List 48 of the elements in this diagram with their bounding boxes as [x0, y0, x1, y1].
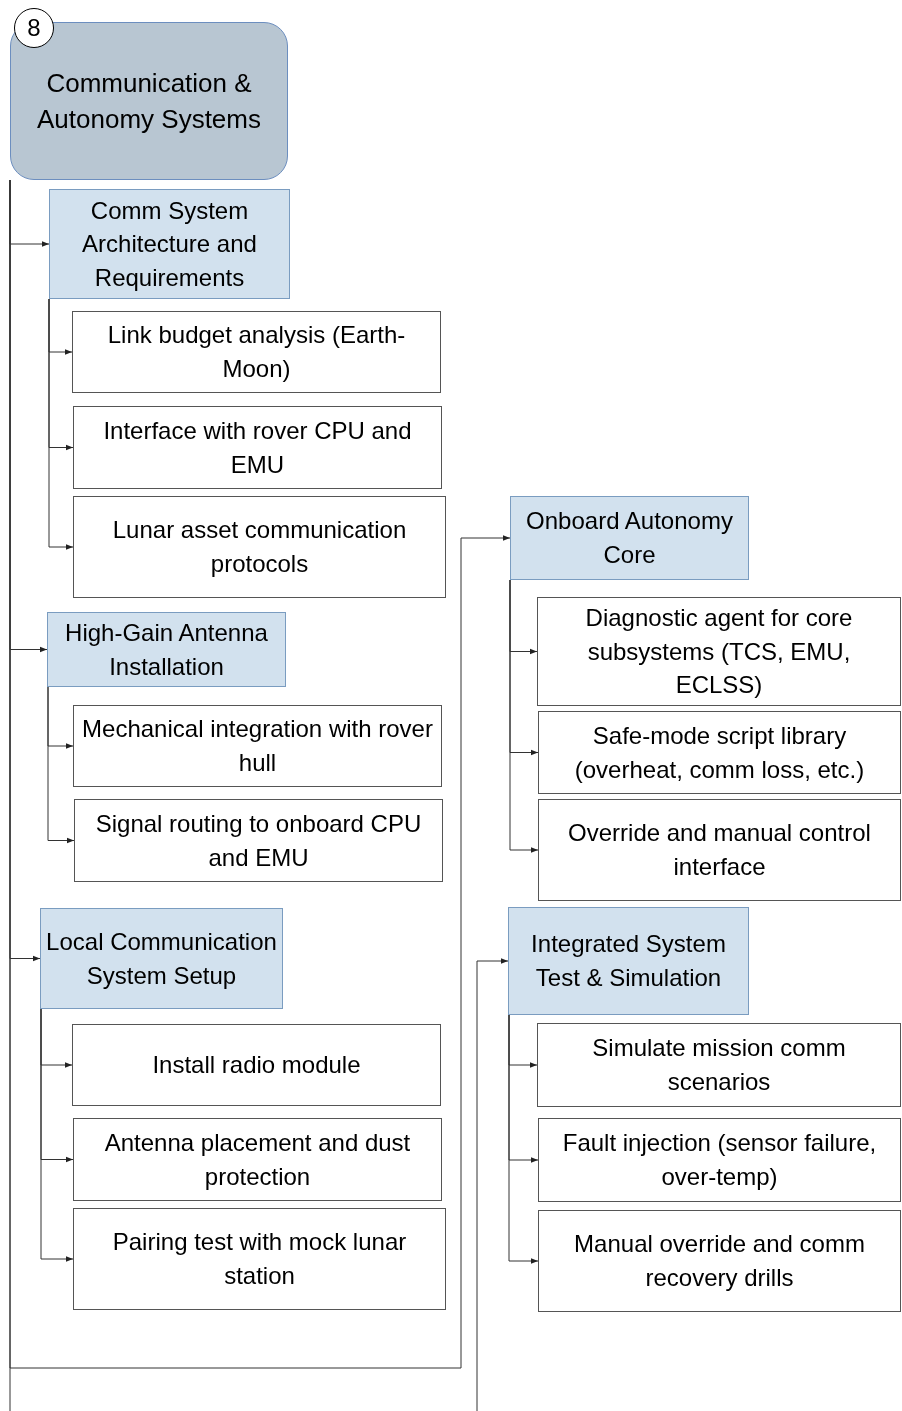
task-box	[74, 799, 443, 882]
node-label: Override and manual control interface	[567, 818, 872, 882]
node-label: Interface with rover CPU and EMU	[102, 415, 413, 480]
section-box	[49, 189, 290, 299]
node-label: Pairing test with mock lunar station	[111, 1227, 408, 1291]
task-box	[72, 1024, 441, 1106]
task-box	[73, 496, 446, 598]
node-label: Onboard Autonomy Core	[525, 506, 734, 570]
node-label: Lunar asset communication protocols	[111, 515, 408, 579]
task-box	[537, 1023, 901, 1107]
task-box	[538, 1118, 901, 1202]
task-box	[73, 1208, 446, 1310]
node-label: Signal routing to onboard CPU and EMU	[94, 808, 423, 873]
node-label: High-Gain Antenna Installation	[64, 617, 269, 682]
node-label: Safe-mode script library (overheat, comm loss, etc.)	[573, 720, 866, 785]
node-label: Fault injection (sensor failure, over-temp)	[561, 1128, 878, 1192]
node-label: Communication & Autonomy Systems	[36, 66, 262, 136]
node-label: Link budget analysis (Earth-Moon)	[106, 320, 407, 384]
node-label: Comm System Architecture and Requirements	[81, 195, 258, 293]
arrow	[508, 1014, 539, 1264]
section-box	[510, 496, 749, 580]
arrow	[476, 958, 509, 1411]
section-box	[508, 907, 749, 1015]
node-label: Install radio module	[152, 1050, 361, 1081]
task-box	[538, 711, 901, 794]
node-label: 8	[27, 13, 41, 44]
task-box	[72, 311, 441, 393]
task-box	[538, 1210, 901, 1312]
node-label: Simulate mission comm scenarios	[591, 1033, 847, 1097]
number-badge	[14, 8, 54, 48]
node-label: Integrated System Test & Simulation	[530, 929, 727, 993]
task-box	[537, 597, 901, 706]
arrow	[47, 686, 75, 844]
arrow	[48, 298, 74, 550]
section-box	[40, 908, 283, 1009]
arrow	[40, 1008, 74, 1262]
node-label: Antenna placement and dust protection	[103, 1127, 412, 1192]
task-box	[73, 1118, 442, 1201]
node-label: Mechanical integration with rover hull	[81, 714, 434, 778]
connector-line	[9, 179, 11, 1411]
node-label: Local Communication System Setup	[45, 926, 278, 991]
arrow	[509, 579, 539, 853]
node-label: Diagnostic agent for core subsystems (TCS, EMU, ECLSS)	[584, 603, 854, 701]
task-box	[538, 799, 901, 901]
task-box	[73, 406, 442, 489]
task-box	[73, 705, 442, 787]
node-label: Manual override and comm recovery drills	[573, 1229, 866, 1293]
section-box	[47, 612, 286, 687]
